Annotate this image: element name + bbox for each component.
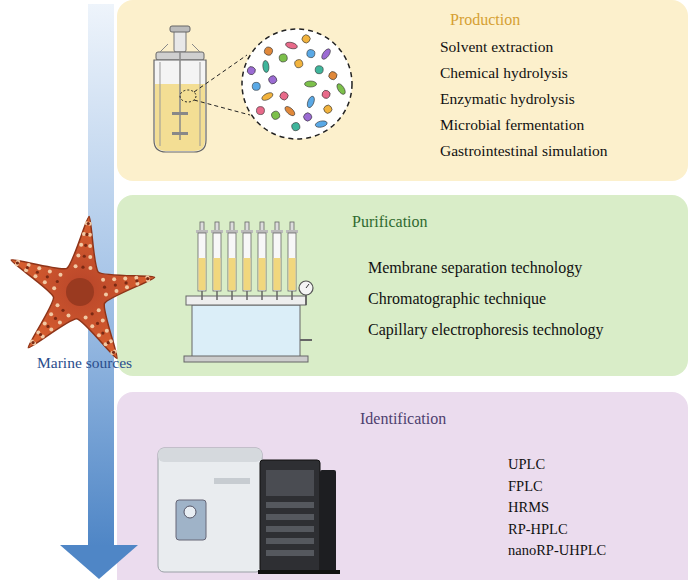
- method-item: FPLC: [508, 478, 543, 495]
- method-item: Chromatographic technique: [368, 289, 546, 308]
- bioreactor-illustration: [154, 26, 352, 152]
- source-label: Marine sources: [37, 354, 132, 372]
- method-item: nanoRP-UHPLC: [508, 542, 606, 559]
- method-item: HRMS: [508, 499, 549, 516]
- method-item: Microbial fermentation: [440, 116, 584, 135]
- method-item: Membrane separation technology: [368, 258, 582, 277]
- method-item: Gastrointestinal simulation: [440, 142, 607, 161]
- syringe-rack-illustration: [184, 222, 313, 362]
- method-item: Capillary electrophoresis technology: [368, 320, 603, 339]
- method-item: Enzymatic hydrolysis: [440, 90, 575, 109]
- starfish-illustration: [11, 217, 155, 359]
- stage-heading: Production: [450, 10, 520, 29]
- method-item: Solvent extraction: [440, 38, 553, 57]
- lc-ms-instrument-illustration: [158, 448, 340, 574]
- method-item: Chemical hydrolysis: [440, 64, 568, 83]
- method-item: UPLC: [508, 456, 545, 473]
- stage-heading: Purification: [352, 212, 428, 231]
- method-item: RP-HPLC: [508, 521, 568, 538]
- stage-heading: Identification: [360, 409, 446, 428]
